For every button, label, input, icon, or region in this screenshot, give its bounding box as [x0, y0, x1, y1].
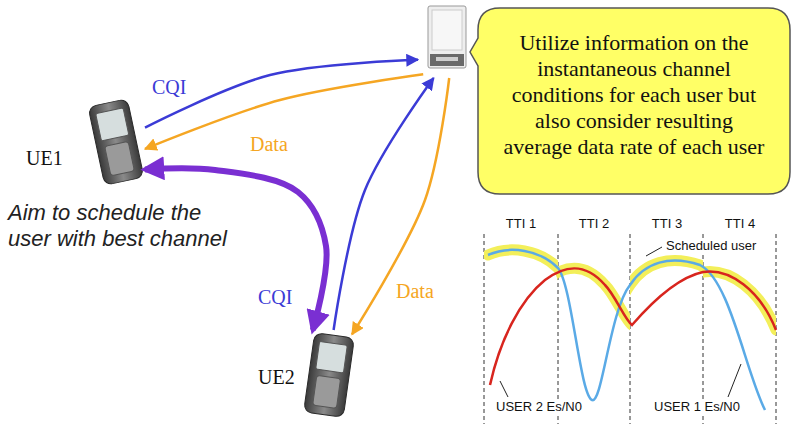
- user2-curve: [490, 268, 776, 385]
- callout-shape: [470, 8, 790, 194]
- edge-label: Data: [248, 133, 290, 156]
- scheduled-highlight: [488, 250, 776, 410]
- leader-line: [500, 247, 741, 397]
- callout-bubble: Utilize information on the instantaneous…: [478, 8, 790, 194]
- tti-divider: [484, 234, 776, 424]
- tti-label: TTI 3: [632, 216, 702, 231]
- callout-text: Utilize information on the instantaneous…: [503, 8, 765, 160]
- base-station-icon: [428, 6, 466, 68]
- curve-label: USER 2 Es/N0: [494, 399, 584, 414]
- device-label: UE1: [26, 147, 63, 170]
- edge-label: Data: [394, 280, 436, 303]
- annotation: Aim to schedule the user with best chann…: [8, 200, 240, 252]
- base-station: [418, 5, 470, 78]
- signal-arrow: [145, 60, 418, 128]
- curve-label: Scheduled user: [664, 238, 758, 253]
- edge-label: CQI: [150, 76, 188, 99]
- user-equipment: UE2: [306, 330, 352, 418]
- user-equipment: UE1: [88, 95, 145, 188]
- signal-arrow: [352, 78, 449, 334]
- phone-icon: [304, 333, 355, 418]
- device-label: UE2: [258, 366, 295, 389]
- tti-label: TTI 1: [486, 216, 556, 231]
- phone-icon: [88, 99, 144, 186]
- curve-label: USER 1 Es/N0: [652, 399, 742, 414]
- tti-label: TTI 4: [705, 216, 775, 231]
- edge-label: CQI: [256, 286, 294, 309]
- tti-label: TTI 2: [559, 216, 629, 231]
